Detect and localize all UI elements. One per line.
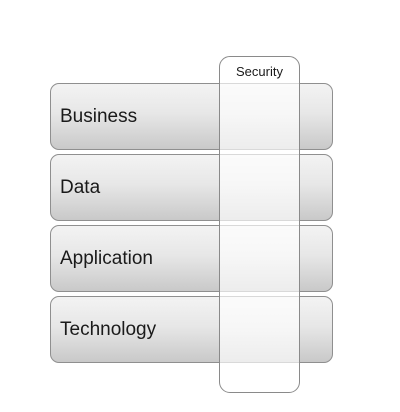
application-layer-label: Application — [60, 247, 153, 269]
security-band-label: Security — [236, 64, 283, 79]
business-layer-label: Business — [60, 105, 138, 127]
security-crosscutting-band: Security — [219, 56, 300, 393]
data-layer-label: Data — [60, 176, 101, 198]
technology-layer-label: Technology — [60, 318, 157, 340]
